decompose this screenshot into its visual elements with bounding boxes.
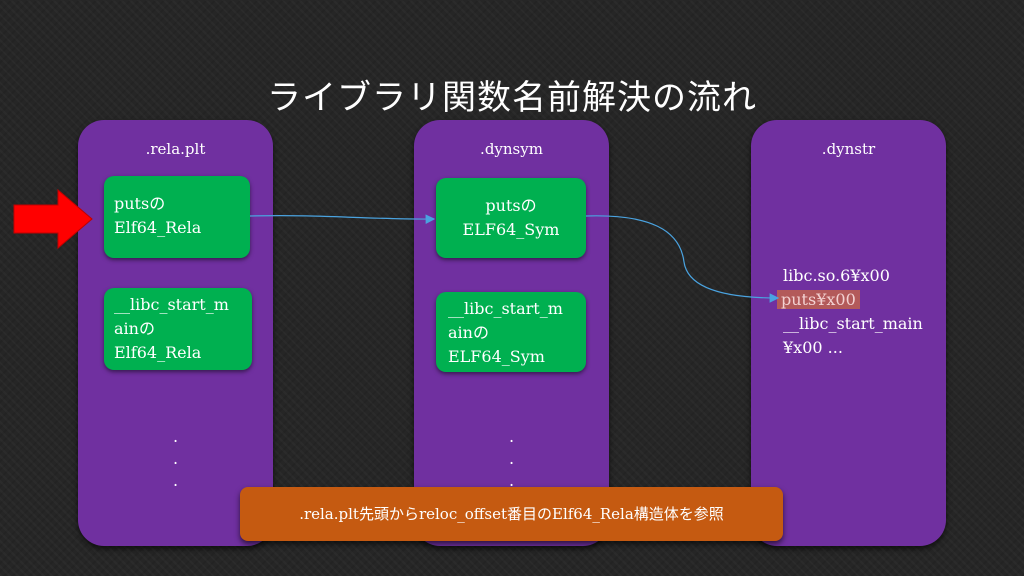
puts-elf64-sym-entry: putsの ELF64_Sym [436, 178, 586, 258]
string-table: libc.so.6¥x00 puts¥x00 __libc_start_main… [777, 264, 923, 360]
slide-title: ライブラリ関数名前解決の流れ [267, 78, 757, 118]
string-libc-so: libc.so.6¥x00 [783, 266, 890, 285]
libc-start-main-elf64-sym-entry: __libc_start_m ainの ELF64_Sym [436, 292, 586, 372]
dynsym-column: .dynsym putsの ELF64_Sym __libc_start_m a… [414, 120, 609, 546]
string-libc-start-main: __libc_start_main [783, 314, 923, 333]
continuation-dots: . . . [508, 427, 515, 490]
sym-to-str-connector [585, 215, 780, 303]
continuation-dots: . . . [172, 427, 179, 490]
string-null-terminator: ¥x00 ... [783, 338, 843, 357]
rela-plt-label: .rela.plt [145, 140, 206, 158]
rela-plt-column: .rela.plt putsの Elf64_Rela __libc_start_… [78, 120, 273, 546]
rela-to-sym-connector [249, 214, 436, 224]
dynstr-column: .dynstr libc.so.6¥x00 puts¥x00 __libc_st… [751, 120, 946, 546]
dynsym-label: .dynsym [480, 140, 543, 158]
explanation-callout: .rela.plt先頭からreloc_offset番目のElf64_Rela構造… [240, 487, 783, 541]
pointer-arrow-icon [13, 188, 93, 250]
puts-elf64-rela-entry: putsの Elf64_Rela [104, 176, 250, 258]
highlight-box: puts¥x00 [777, 290, 860, 309]
string-puts-highlight: puts¥x00 [777, 288, 923, 312]
dynstr-label: .dynstr [821, 140, 876, 158]
libc-start-main-elf64-rela-entry: __libc_start_m ainの Elf64_Rela [104, 288, 252, 370]
